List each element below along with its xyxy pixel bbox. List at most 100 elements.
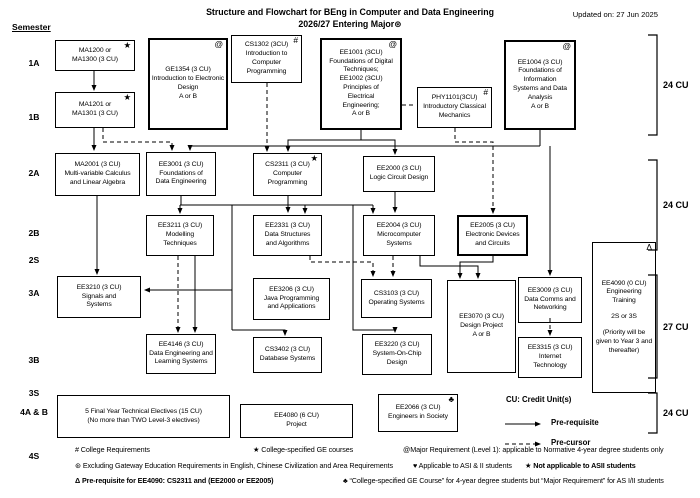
course-text-line: Signals and — [81, 292, 117, 300]
course-text-line: and Linear Algebra — [69, 178, 126, 186]
course-text-line: Introductory Classical — [423, 103, 486, 111]
course-box-ee2066: ♣EE2066 (3 CU)Engineers in Society — [378, 394, 458, 432]
course-text-line: EE2005 (3 CU) — [470, 222, 515, 230]
footnote-line2-seg1: ⊛ Excluding Gateway Education Requiremen… — [75, 461, 393, 470]
course-text-line: Project — [286, 421, 307, 428]
footnote-line3-seg2: ♣ “College-specified GE Course” for 4-ye… — [343, 476, 664, 485]
course-text-line: Systems and Data — [513, 85, 567, 92]
at-icon: @ — [562, 41, 571, 51]
precursor-connector — [309, 256, 376, 277]
course-text-line: Microcomputer — [377, 231, 421, 239]
course-text-line: EE2331 (3 CU) — [265, 222, 310, 230]
course-text-line: Operating Systems — [368, 298, 425, 306]
precursor-connector — [454, 128, 496, 214]
course-text-line: Programming — [267, 178, 308, 186]
prerequisite-connector — [419, 256, 481, 279]
credit-bracket-label: 27 CU — [663, 321, 689, 332]
semester-label-2s: 2S — [28, 255, 40, 265]
credit-bracket-label: 24 CU — [663, 408, 689, 418]
course-text-line: EE2000 (3 CU) — [376, 165, 422, 173]
course-text-line: Networking — [533, 304, 567, 312]
course-text-line: Foundations of — [518, 67, 562, 75]
course-text-line: Data Engineering — [155, 178, 207, 186]
course-text-line: A or B — [531, 102, 549, 110]
updated-date: Updated on: 27 Jun 2025 — [572, 10, 658, 19]
course-text-line: Techniques; — [343, 66, 379, 74]
club-icon: ♣ — [448, 394, 455, 404]
course-text-line: MA1300 (3 CU) — [72, 55, 118, 63]
prerequisite-connector — [361, 139, 398, 155]
course-box-elect: 5 Final Year Technical Electives (15 CU)… — [57, 395, 230, 438]
course-text-line: 5 Final Year Technical Electives (15 CU) — [85, 407, 202, 415]
course-text-line: and Circuits — [475, 239, 510, 247]
at-icon: @ — [388, 39, 397, 49]
course-text-line: EE3009 (3 CU) — [527, 286, 573, 294]
course-text-line: A or B — [472, 330, 491, 338]
course-text-line: Introduction to — [245, 50, 288, 58]
semester-label-3a: 3A — [28, 288, 40, 298]
footnote-line2-seg2: ♥ Applicable to ASI & II students — [413, 461, 512, 470]
precursor-connector — [102, 128, 175, 151]
star-icon: ★ — [123, 92, 131, 102]
course-text-line: A or B — [179, 92, 197, 100]
course-box-ee2000: EE2000 (3 CU)Logic Circuit Design — [363, 156, 435, 192]
course-box-ge1354: @GE1354 (3 CU)Introduction to Electronic… — [148, 38, 228, 130]
course-text-line: EE4146 (3 CU) — [158, 340, 204, 348]
semester-label-2a: 2A — [28, 168, 40, 178]
course-text-line: Internet — [538, 353, 562, 361]
semester-label-1a: 1A — [28, 58, 40, 68]
course-text-line: (Priority will be — [602, 328, 646, 336]
course-text-line: thereafter) — [608, 346, 640, 354]
semester-label-3b: 3B — [28, 355, 40, 365]
hash-icon: # — [483, 87, 488, 97]
at-icon: @ — [214, 39, 223, 49]
course-text-line: EE4090 (0 CU) — [601, 279, 647, 287]
course-text-line: EE1002 (3CU) — [339, 75, 383, 83]
prerequisite-connector — [457, 256, 494, 279]
course-text-line: EE2004 (3 CU) — [376, 222, 422, 230]
course-text-line: EE3220 (3 CU) — [374, 341, 420, 349]
course-text-line: EE3211 (3 CU) — [157, 222, 203, 230]
course-box-ee4080: EE4080 (6 CU)Project — [240, 404, 353, 438]
course-text-line: EE3210 (3 CU) — [76, 283, 122, 291]
credit-bracket — [648, 159, 658, 251]
course-text-line: Foundations of — [159, 169, 203, 177]
star-icon: ★ — [123, 40, 131, 50]
course-text-line: Introduction to Electronic — [151, 75, 225, 83]
course-text-line: EE3001 (3 CU) — [158, 160, 204, 168]
course-text-line: A or B — [352, 110, 370, 118]
course-text-line: Foundations of Digital — [329, 57, 393, 65]
course-text-line: Data Comms and — [524, 295, 576, 303]
course-text-line: CS3103 (3 CU) — [373, 289, 420, 297]
course-text-line: Design — [177, 84, 199, 91]
course-text-line: Training — [612, 297, 636, 305]
course-text-line: Systems — [86, 301, 112, 309]
course-text-line: MA1301 (3 CU) — [72, 110, 118, 117]
semester-label-4s: 4S — [28, 451, 40, 461]
semester-label-1b: 1B — [28, 112, 40, 122]
course-text-line: Modelling — [165, 231, 195, 239]
course-text-line: Design Project — [460, 322, 503, 330]
page-subtitle: 2026/27 Entering Major⊛ — [298, 19, 402, 29]
course-text-line: Data Structures — [264, 231, 311, 239]
semester-label-3s: 3S — [28, 388, 40, 398]
footnote-line1-seg2: ★ College-specified GE courses — [253, 445, 354, 454]
course-text-line: and Applications — [267, 303, 316, 311]
course-text-line: Principles of — [343, 84, 379, 91]
course-text-line: Systems — [386, 239, 412, 247]
course-text-line: Engineering — [606, 288, 642, 296]
